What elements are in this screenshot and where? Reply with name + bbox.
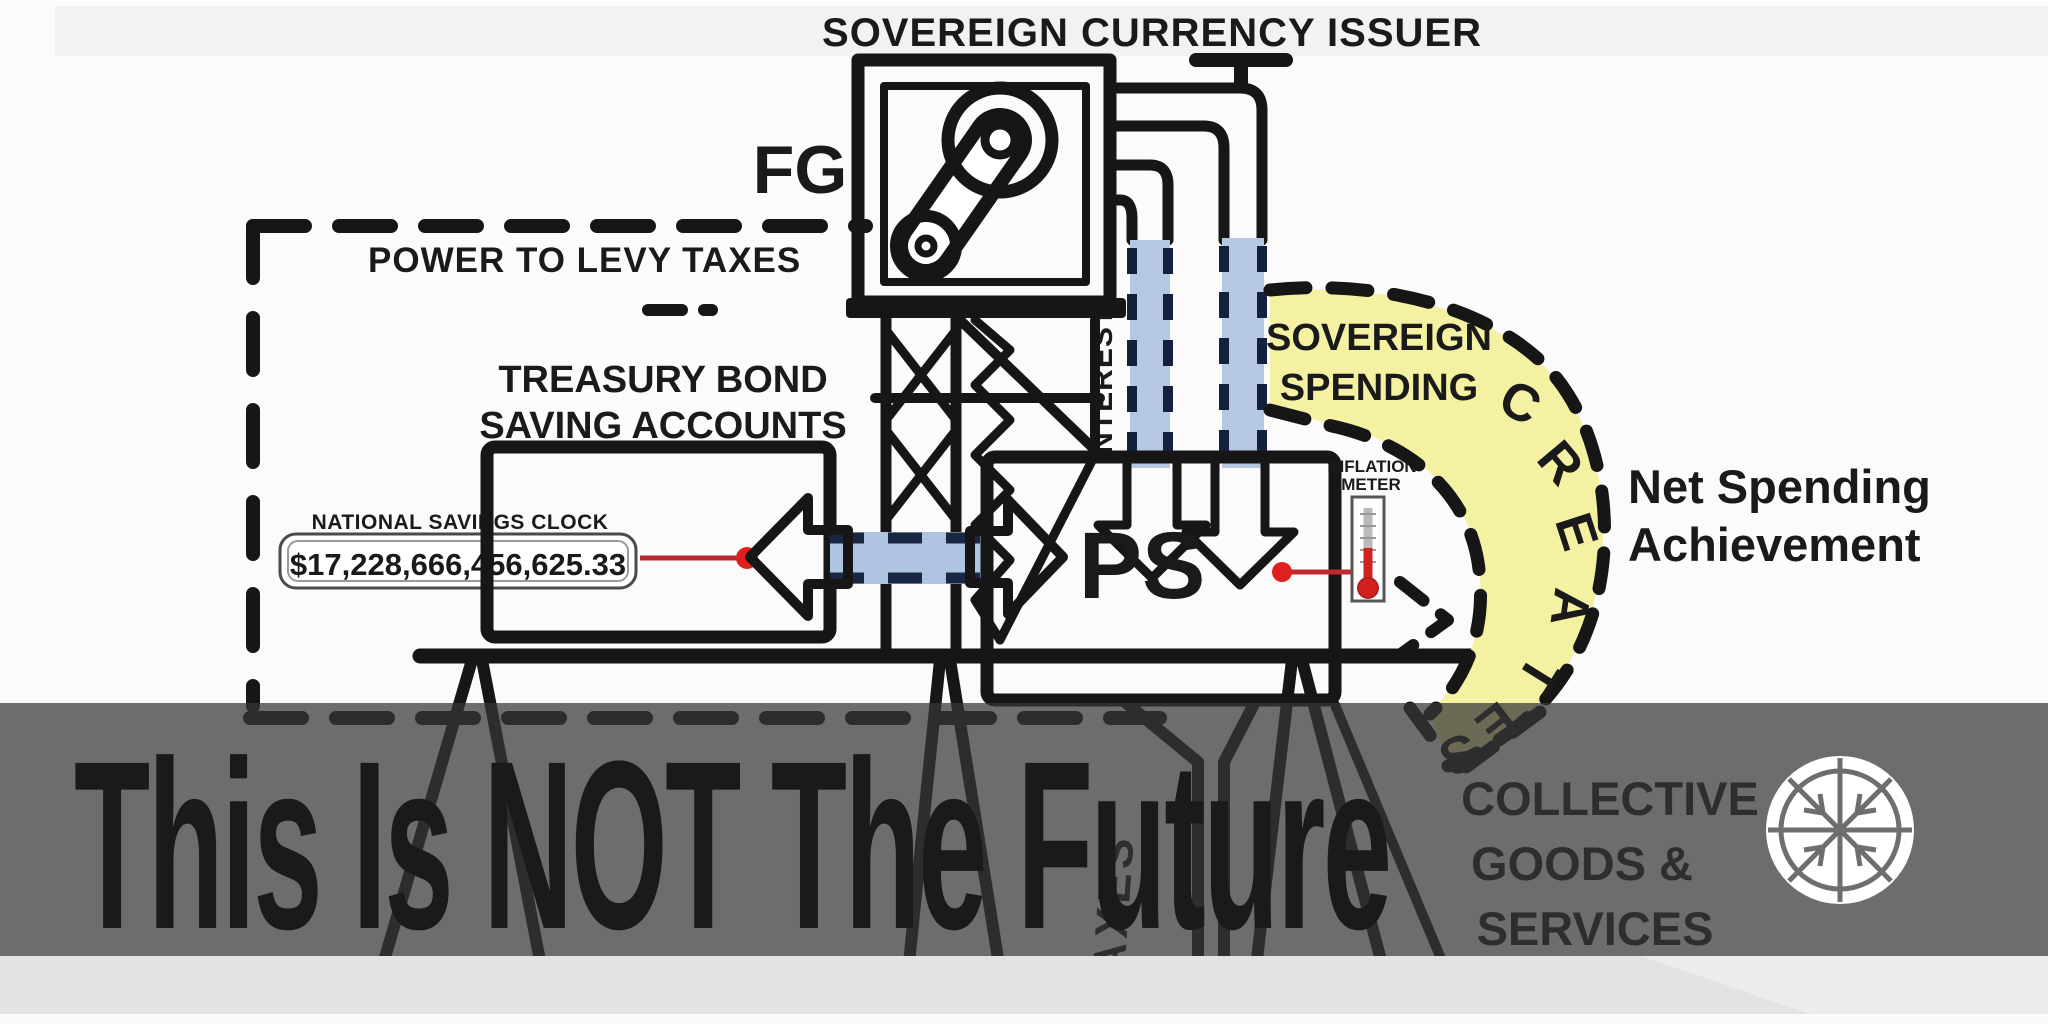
thermometer-bulb (1357, 577, 1379, 599)
savings-clock-value: $17,228,666,456,625.33 (290, 547, 626, 582)
sovereign-spending-label-1: SOVEREIGN (1266, 317, 1492, 359)
savings-clock-title: NATIONAL SAVINGS CLOCK (312, 511, 609, 534)
bottom-strip (0, 956, 2048, 1024)
power-to-levy-taxes-label: POWER TO LEVY TAXES (368, 241, 801, 280)
inflation-pointer-dot (1272, 562, 1292, 582)
yellow-band-fill (1270, 289, 1604, 764)
treasury-bond-label: TREASURY BOND (498, 359, 827, 401)
logo-inward-arrows (1803, 793, 1877, 867)
title-banner (0, 703, 2048, 956)
band-outer-dash (1263, 281, 1612, 773)
creates-letter: A (1539, 585, 1602, 630)
net-spending-label-2: Achievement (1628, 518, 1921, 571)
wheel-arrows-logo-icon (1766, 756, 1914, 904)
down-arrow-1 (1093, 450, 1211, 583)
inflation-meter: INFLATION METER (1327, 457, 1417, 603)
sovereign-currency-issuer-label: SOVEREIGN CURRENCY ISSUER (822, 11, 1482, 55)
treasury-box (480, 440, 990, 644)
down-arrow-2 (1181, 450, 1299, 590)
sovereign-spending-label-2: SPENDING (1280, 367, 1478, 409)
saving-accounts-label: SAVING ACCOUNTS (479, 405, 846, 447)
machine-base (846, 298, 1126, 318)
top-faint-strip (55, 6, 2048, 56)
ps-label: PS (1079, 513, 1206, 619)
left-flow-arrow (745, 493, 853, 621)
right-flow-arrow (965, 495, 1068, 619)
band-inner-dash (1263, 403, 1487, 721)
pulley-wheel-large (941, 81, 1059, 199)
fg-label: FG (753, 132, 847, 208)
banner-title: This Is NOT The Future (74, 711, 1390, 980)
band-inner-arrow (1392, 576, 1454, 662)
currency-machine (846, 53, 1293, 318)
inflation-meter-label-2: METER (1341, 475, 1401, 494)
net-spending-label-1: Net Spending (1628, 460, 1931, 513)
spout-pipe-outer (1106, 159, 1174, 246)
inflation-meter-label-1: INFLATION (1327, 457, 1416, 476)
private-sector-box: PS (965, 450, 1352, 707)
money-flow-pipes (1127, 238, 1267, 468)
pulley-wheel-small (890, 210, 962, 282)
